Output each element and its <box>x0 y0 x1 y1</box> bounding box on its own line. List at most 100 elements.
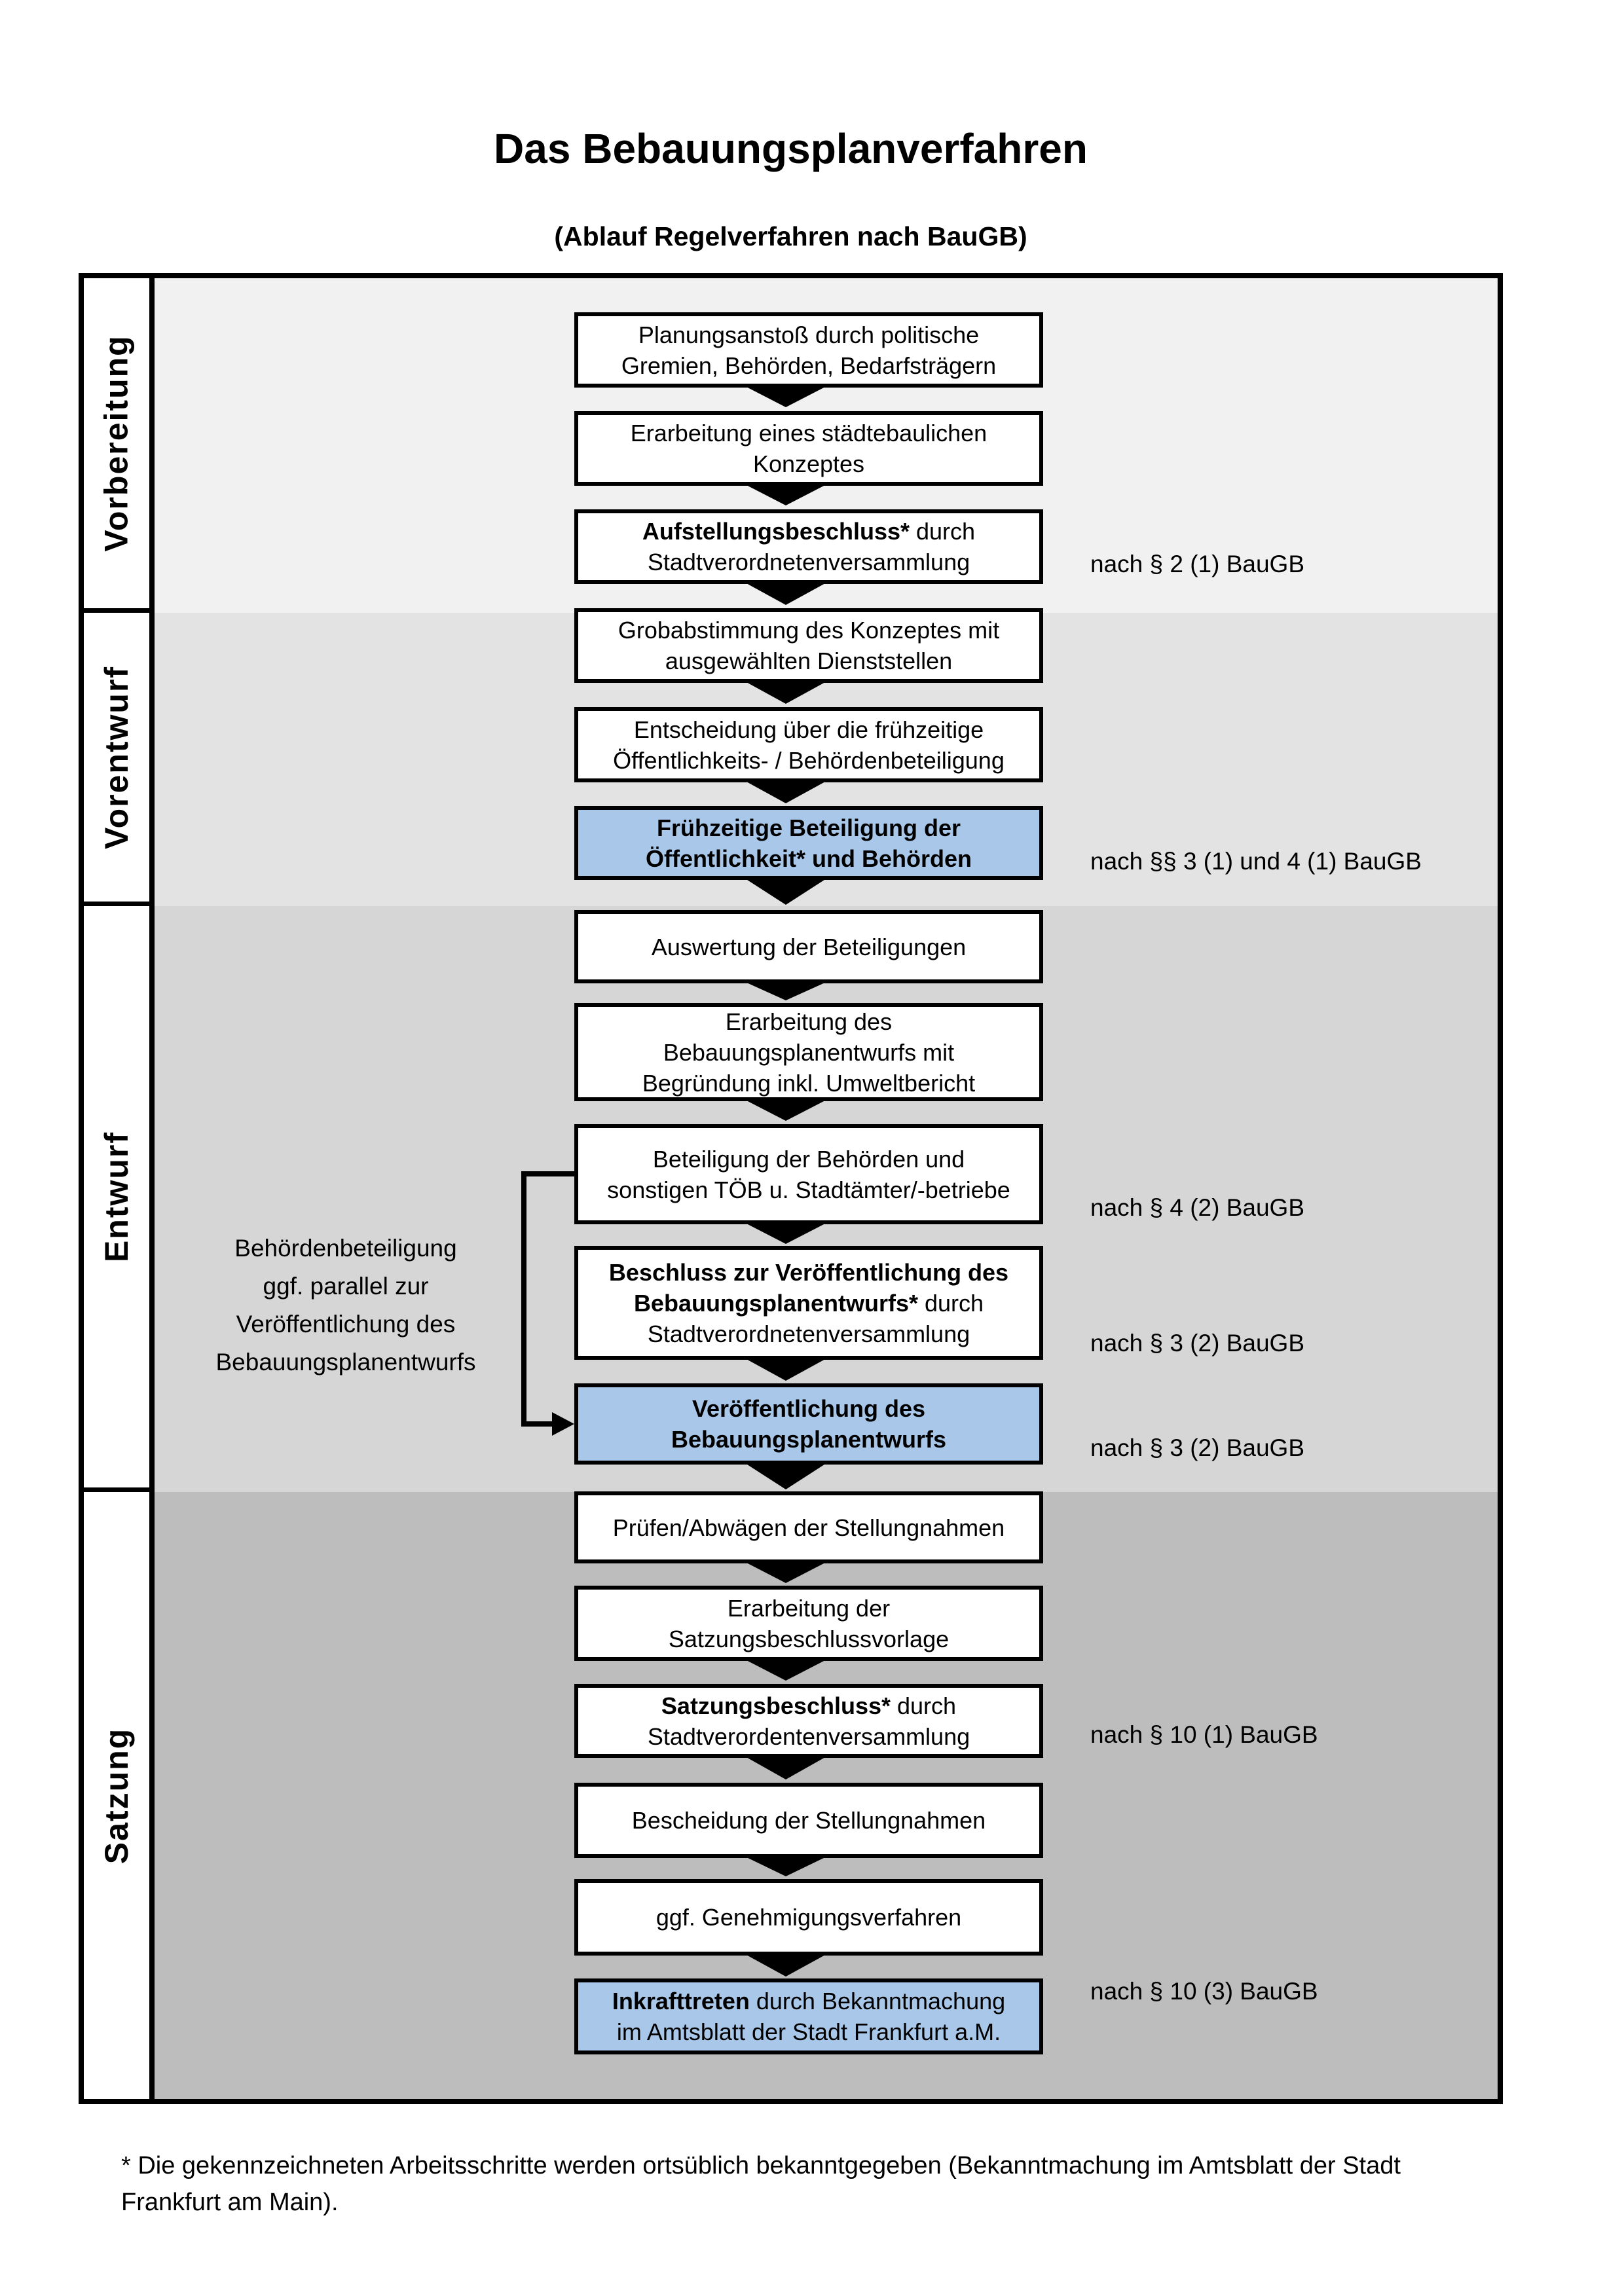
parallel-process-note: Behördenbeteiligung ggf. parallel zur Ve… <box>208 1230 483 1381</box>
legal-ref-fruehzeitige-beteiligung: nach §§ 3 (1) und 4 (1) BauGB <box>1090 848 1422 875</box>
box-text-line: Beteiligung der Behörden und <box>652 1145 965 1173</box>
box-text-segment: durch <box>917 1289 984 1317</box>
box-text-line: Auswertung der Beteiligungen <box>651 933 967 960</box>
legal-ref-satzungsbeschluss: nach § 10 (1) BauGB <box>1090 1721 1318 1748</box>
box-text-line: Erarbeitung der <box>727 1594 891 1622</box>
bold-term: Satzungsbeschluss* <box>661 1692 891 1719</box>
arrow-down-icon <box>745 583 826 605</box>
note-line: Veröffentlichung des <box>236 1311 456 1338</box>
box-text-line: Grobabstimmung des Konzeptes mit <box>618 617 1000 644</box>
arrow-down-icon <box>745 1100 826 1121</box>
box-text-line: Öffentlichkeit* und Behörden <box>645 845 972 872</box>
phase-label-text: Satzung <box>98 1727 135 1864</box>
bold-term: Inkrafttreten <box>612 1988 750 2014</box>
flow-box-veroeffentlichungsbeschluss: Beschluss zur Veröffentlichung des Bebau… <box>574 1246 1043 1360</box>
box-text-line: Satzungsbeschluss* durch <box>578 1690 1039 1721</box>
flow-box-aufstellungsbeschluss: Aufstellungsbeschluss* durch Stadtverord… <box>574 509 1043 584</box>
box-text-line: im Amtsblatt der Stadt Frankfurt a.M. <box>616 2018 1001 2045</box>
box-text-line: Erarbeitung eines städtebaulichen <box>630 420 987 446</box>
legal-ref-veroeffentlichungsbeschluss: nach § 3 (2) BauGB <box>1090 1330 1305 1357</box>
flow-box-fruehzeitige-beteiligung: Frühzeitige Beteiligung der Öffentlichke… <box>574 806 1043 880</box>
phase-label-text: Vorbereitung <box>98 335 136 552</box>
arrow-down-icon <box>745 1358 826 1381</box>
arrow-down-icon <box>745 1757 826 1779</box>
flow-box-auswertung: Auswertung der Beteiligungen <box>574 910 1043 983</box>
arrow-down-icon <box>745 682 826 704</box>
arrow-down-icon <box>745 879 826 905</box>
arrow-down-icon <box>745 1954 826 1977</box>
box-text-line: ausgewählten Dienststellen <box>665 647 953 674</box>
legal-ref-inkrafttreten: nach § 10 (3) BauGB <box>1090 1978 1318 2005</box>
legal-ref-veroeffentlichung: nach § 3 (2) BauGB <box>1090 1434 1305 1461</box>
box-text-line: Inkrafttreten durch Bekanntmachung <box>578 1986 1039 2016</box>
phase-label-vorbereitung: Vorbereitung <box>84 278 149 613</box>
box-text-line: Planungsanstoß durch politische <box>638 321 980 348</box>
phase-label-text: Entwurf <box>98 1131 135 1263</box>
arrow-down-icon <box>745 1660 826 1681</box>
bold-term: Aufstellungsbeschluss* <box>642 518 910 545</box>
box-text-line: Konzeptes <box>752 450 865 477</box>
box-text-line: sonstigen TÖB u. Stadtämter/-betriebe <box>607 1176 1010 1203</box>
connector-horizontal-top <box>521 1171 574 1176</box>
box-text-line: Bebauungsplanentwurfs <box>671 1426 947 1453</box>
box-text-line: Beschluss zur Veröffentlichung des <box>608 1258 1009 1286</box>
page-title: Das Bebauungsplanverfahren <box>494 125 1088 172</box>
box-text-segment: durch <box>891 1692 957 1719</box>
flow-box-entscheidung-beteiligung: Entscheidung über die frühzeitige Öffent… <box>574 707 1043 782</box>
box-text-line: Begründung inkl. Umweltbericht <box>642 1069 976 1097</box>
note-line: ggf. parallel zur <box>263 1273 429 1300</box>
box-text-line: Bebauungsplanentwurfs* durch <box>578 1288 1039 1319</box>
connector-vertical <box>521 1171 526 1427</box>
box-text-line: Frühzeitige Beteiligung der <box>656 814 961 841</box>
box-text-line: Stadtverordnetenversammlung <box>647 549 970 575</box>
arrow-down-icon <box>745 386 826 407</box>
box-text-line: Bescheidung der Stellungnahmen <box>631 1807 986 1834</box>
box-text-line: Entscheidung über die frühzeitige <box>633 716 984 743</box>
arrow-down-icon <box>745 781 826 803</box>
box-text-line: Veröffentlichung des <box>692 1395 926 1422</box>
arrow-down-icon <box>745 1223 826 1244</box>
footnote-line: Frankfurt am Main). <box>121 2189 339 2216</box>
box-text-line: Gremien, Behörden, Bedarfsträgern <box>621 352 997 379</box>
legal-ref-behoerdenbeteiligung: nach § 4 (2) BauGB <box>1090 1194 1305 1221</box>
phase-label-vorentwurf: Vorentwurf <box>84 613 149 906</box>
flow-box-inkrafttreten: Inkrafttreten durch Bekanntmachung im Am… <box>574 1978 1043 2054</box>
flow-box-planungsanstoss: Planungsanstoß durch politische Gremien,… <box>574 312 1043 388</box>
box-text-line: Öffentlichkeits- / Behördenbeteiligung <box>613 746 1005 774</box>
page-subtitle: (Ablauf Regelverfahren nach BauGB) <box>554 221 1027 251</box>
flow-box-veroeffentlichung: Veröffentlichung des Bebauungsplanentwur… <box>574 1383 1043 1465</box>
flow-box-genehmigungsverfahren: ggf. Genehmigungsverfahren <box>574 1879 1043 1956</box>
bold-term: Bebauungsplanentwurfs* <box>633 1289 918 1317</box>
connector-horizontal-bottom <box>521 1421 554 1427</box>
box-text-line: Stadtverordnetenversammlung <box>647 1320 970 1347</box>
box-text-line: Bebauungsplanentwurfs mit <box>663 1038 955 1066</box>
box-text-line: Stadtverordentenversammlung <box>647 1722 970 1750</box>
flow-box-satzungsvorlage: Erarbeitung der Satzungsbeschlussvorlage <box>574 1586 1043 1661</box>
footnote-line: * Die gekennzeichneten Arbeitsschritte w… <box>121 2152 1401 2179</box>
flow-box-grobabstimmung: Grobabstimmung des Konzeptes mit ausgewä… <box>574 608 1043 683</box>
arrow-down-icon <box>745 982 826 1000</box>
phase-label-satzung: Satzung <box>84 1492 149 2099</box>
arrow-right-icon <box>552 1412 574 1436</box>
note-line: Behördenbeteiligung <box>234 1235 457 1262</box>
flow-box-bescheidung: Bescheidung der Stellungnahmen <box>574 1783 1043 1858</box>
phase-label-text: Vorentwurf <box>98 665 135 849</box>
box-text-line: ggf. Genehmigungsverfahren <box>655 1904 962 1931</box>
sidebar-divider <box>149 278 155 2099</box>
footnote: * Die gekennzeichneten Arbeitsschritte w… <box>121 2147 1536 2221</box>
phase-label-entwurf: Entwurf <box>84 906 149 1492</box>
flow-box-konzept-erarbeitung: Erarbeitung eines städtebaulichen Konzep… <box>574 411 1043 486</box>
arrow-down-icon <box>745 1463 826 1489</box>
box-text-line: Prüfen/Abwägen der Stellungnahmen <box>612 1514 1005 1541</box>
flow-box-behoerdenbeteiligung: Beteiligung der Behörden und sonstigen T… <box>574 1124 1043 1224</box>
box-text-line: Aufstellungsbeschluss* durch <box>578 516 1039 547</box>
arrow-down-icon <box>745 1857 826 1876</box>
legal-ref-aufstellungsbeschluss: nach § 2 (1) BauGB <box>1090 551 1305 577</box>
flow-box-pruefen-abwaegen: Prüfen/Abwägen der Stellungnahmen <box>574 1491 1043 1563</box>
flow-box-entwurf-erarbeitung: Erarbeitung des Bebauungsplanentwurfs mi… <box>574 1003 1043 1101</box>
note-line: Bebauungsplanentwurfs <box>215 1349 476 1376</box>
arrow-down-icon <box>745 484 826 505</box>
box-text-segment: durch <box>910 518 976 545</box>
arrow-down-icon <box>745 1562 826 1583</box>
